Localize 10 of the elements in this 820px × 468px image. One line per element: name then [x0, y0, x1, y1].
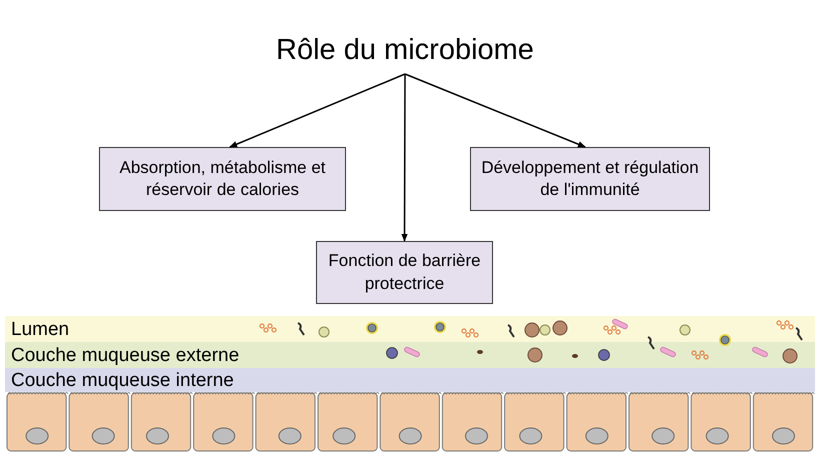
- arrow: [404, 73, 586, 148]
- arrow: [401, 74, 408, 242]
- role-box: Absorption, métabolisme et réservoir de calories: [99, 147, 346, 211]
- diagram-title: Rôle du microbiome: [255, 28, 555, 72]
- layer-band: Lumen: [5, 316, 815, 342]
- layer-band: Couche muqueuse interne: [5, 368, 815, 392]
- role-box: Développement et régulation de l'immunité: [470, 147, 710, 211]
- layer-band: Couche muqueuse externe: [5, 342, 815, 368]
- role-box: Fonction de barrière protectrice: [316, 241, 493, 304]
- arrow: [229, 73, 406, 148]
